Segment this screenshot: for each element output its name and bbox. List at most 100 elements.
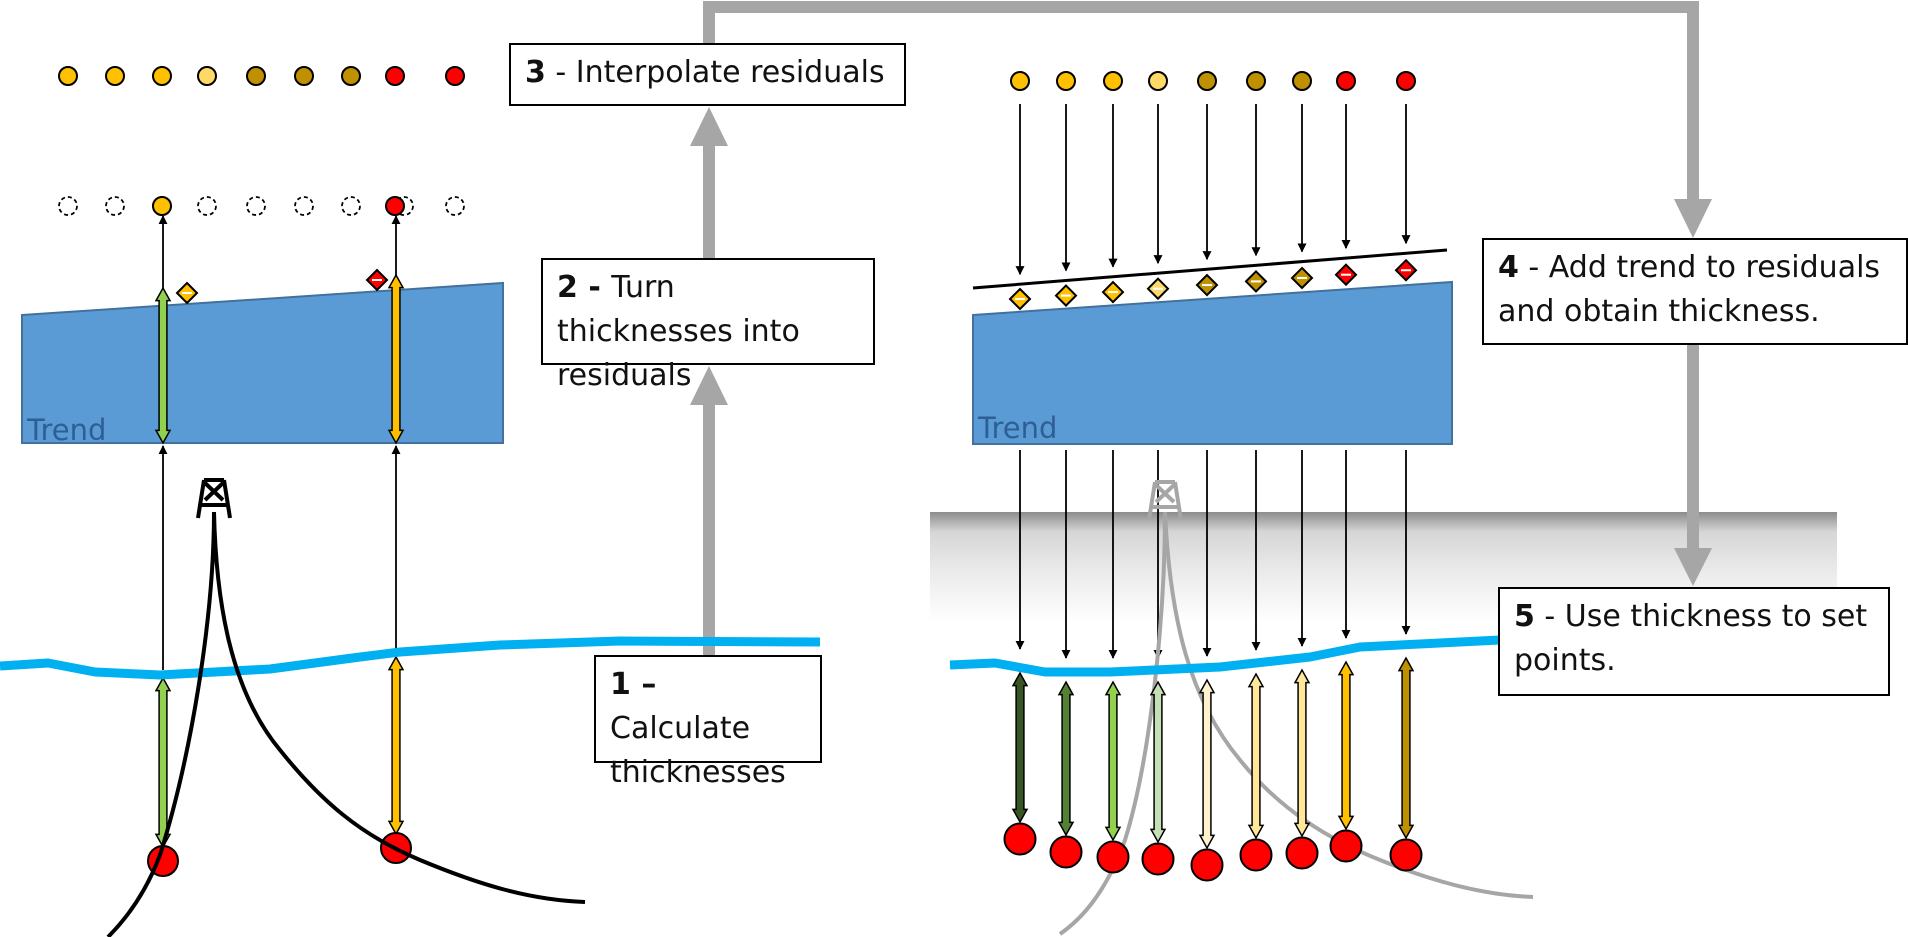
step-3-number: 3: [525, 55, 546, 90]
thickness-arrow: [1011, 671, 1029, 824]
horizon-line-left: [0, 636, 821, 680]
residual-diamond: [1244, 269, 1268, 293]
step-5-text: Use thickness to set points.: [1514, 599, 1868, 678]
thickness-point: [1049, 835, 1083, 869]
interpolated-residual-point: [1292, 71, 1312, 91]
flow-arrow-4-to-5-head: [1674, 548, 1712, 586]
step-5-number: 5: [1514, 599, 1535, 634]
residual-diamond: [1008, 287, 1032, 311]
interpolated-residual-point: [1197, 71, 1217, 91]
thickness-point: [1239, 838, 1273, 872]
residual-diamond: [1290, 266, 1314, 290]
step-4-text: Add trend to residuals and obtain thickn…: [1498, 250, 1881, 329]
well-thickness-arrow: [387, 273, 405, 445]
thickness-point: [1096, 840, 1130, 874]
interpolated-residual-point: [1396, 71, 1416, 91]
trend-label-right: Trend: [977, 411, 1057, 445]
step-5-separator: -: [1534, 599, 1565, 634]
residual-diamond: [1054, 284, 1078, 307]
step-1-number: 1: [610, 667, 631, 702]
known-residual-point: [152, 196, 172, 216]
step-2-separator: -: [577, 270, 612, 305]
flow-arrow-2-to-3-head: [690, 107, 728, 146]
oil-derrick-icon: [196, 478, 232, 519]
interpolated-residual-point: [58, 66, 78, 86]
thickness-arrow: [1293, 668, 1311, 838]
interpolated-residual-point: [1336, 71, 1356, 91]
step-2-box: 2 - Turn thicknesses into residuals: [541, 258, 875, 393]
thickness-arrow: [1104, 680, 1122, 842]
thickness-arrow: [1149, 680, 1167, 844]
thickness-point: [1141, 842, 1175, 876]
well-trajectory-right-branch: [212, 511, 586, 904]
interpolated-residual-point: [246, 66, 266, 86]
empty-grid-node: [58, 196, 78, 216]
residual-diamond: [1195, 273, 1219, 297]
horizon-line-right: [949, 635, 1501, 677]
flow-arrow-1-to-2-shaft: [703, 400, 715, 655]
step-4-number: 4: [1498, 250, 1519, 285]
well-thickness-arrow: [154, 286, 172, 445]
horizon-thickness-arrow: [387, 655, 405, 836]
interpolated-residual-point: [1246, 71, 1266, 91]
thickness-point: [1389, 838, 1423, 872]
thickness-point: [1285, 836, 1319, 870]
step-4-box: 4 - Add trend to residuals and obtain th…: [1482, 238, 1908, 345]
residual-diamond: [1334, 263, 1358, 287]
thickness-point: [1003, 822, 1037, 856]
interpolated-residual-point: [197, 66, 217, 86]
step-3-text: Interpolate residuals: [575, 55, 885, 90]
residual-diamond: [1394, 258, 1418, 282]
step-2-text: Turn thicknesses into residuals: [557, 270, 800, 393]
interpolated-residual-point: [294, 66, 314, 86]
step-1-text: Calculate thicknesses: [610, 711, 786, 790]
flow-arrow-2-to-3-shaft: [703, 140, 715, 258]
thickness-point: [1190, 848, 1224, 882]
empty-grid-node: [294, 196, 314, 216]
trend-surface-left: [21, 281, 504, 444]
flow-arrow-3-to-4-horizontal: [703, 1, 1699, 13]
trend-plus-residual-line: [972, 248, 1448, 290]
interpolated-residual-point: [152, 66, 172, 86]
oil-derrick-ghost-icon: [1147, 480, 1183, 521]
flow-arrow-3-to-4-vertical-right: [1687, 1, 1699, 201]
step-5-box: 5 - Use thickness to set points.: [1498, 587, 1890, 696]
thickness-arrow: [1198, 678, 1216, 850]
trend-label-left: Trend: [26, 413, 106, 447]
thickness-arrow: [1397, 656, 1415, 840]
interpolated-residual-point: [1103, 71, 1123, 91]
residual-diamond: [1101, 280, 1125, 304]
step-1-box: 1 – Calculate thicknesses: [594, 655, 822, 790]
left-panel: Trend: [0, 66, 821, 937]
interpolated-residual-point: [341, 66, 361, 86]
empty-grid-node: [341, 196, 361, 216]
residual-diamond: [1146, 277, 1170, 301]
interpolated-residual-point: [385, 66, 405, 86]
empty-grid-node: [246, 196, 266, 216]
thickness-arrow: [1247, 672, 1265, 840]
flow-arrow-3-to-4-head: [1674, 199, 1712, 238]
interpolated-residual-point: [105, 66, 125, 86]
empty-grid-node: [197, 196, 217, 216]
trend-surface-right: [972, 280, 1453, 445]
interpolated-residual-point: [445, 66, 465, 86]
well-trajectory-left-branch: [106, 511, 216, 937]
interpolated-residual-point: [1056, 71, 1076, 91]
ghost-well-trajectory-right-branch: [1163, 511, 1534, 899]
thickness-arrow: [1057, 680, 1075, 837]
empty-grid-node: [105, 196, 125, 216]
residual-diamond: [365, 268, 389, 292]
flow-arrow-1-to-2-head: [690, 366, 728, 405]
step-4-separator: -: [1518, 250, 1549, 285]
step-3-box: 3 - Interpolate residuals: [509, 43, 906, 106]
residual-diamond: [175, 281, 199, 305]
known-residual-point: [385, 196, 405, 216]
interpolated-residual-point: [1148, 71, 1168, 91]
thickness-point: [1329, 829, 1363, 863]
step-3-separator: -: [545, 55, 576, 90]
right-panel: Trend: [949, 71, 1534, 936]
interpolated-residual-point: [1010, 71, 1030, 91]
thickness-arrow: [1337, 660, 1355, 831]
step-1-separator: –: [630, 667, 657, 702]
